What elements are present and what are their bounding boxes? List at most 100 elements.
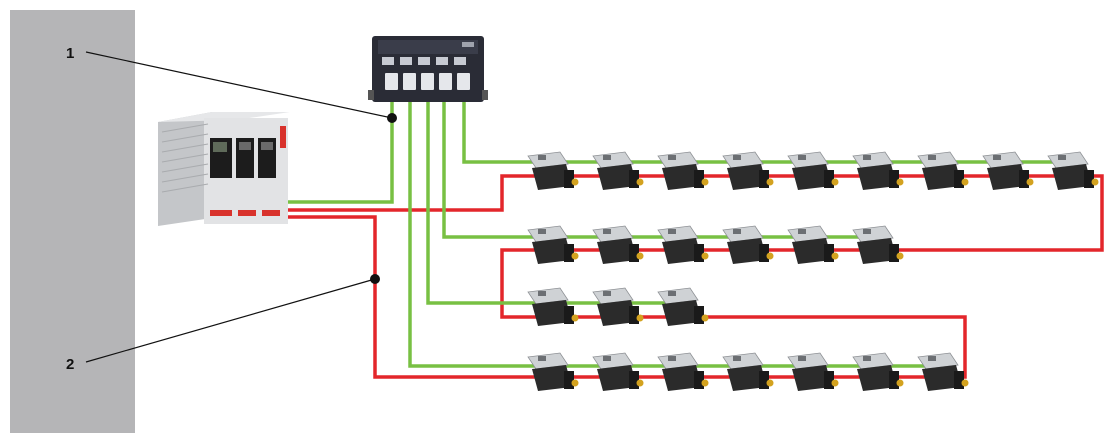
motor-flange — [694, 371, 704, 389]
servo-motor-icon — [918, 353, 969, 391]
motor-flange — [889, 244, 899, 262]
network-cable-row-1 — [464, 90, 1075, 162]
motor-flange — [759, 244, 769, 262]
motor-shaft — [767, 380, 774, 387]
motor-flange — [564, 306, 574, 324]
callout-2-label: 2 — [66, 356, 74, 373]
motor-flange — [629, 306, 639, 324]
servo-motor-icon — [788, 152, 839, 190]
motor-shaft — [897, 253, 904, 260]
power-cable-segment — [276, 176, 1102, 377]
servo-motor-icon — [528, 226, 579, 264]
motor-shaft — [572, 253, 579, 260]
callout-2-dot — [370, 274, 380, 284]
motor-shaft — [702, 253, 709, 260]
servo-motors — [528, 152, 1099, 391]
motor-flange — [1084, 170, 1094, 188]
servo-motor-icon — [528, 288, 579, 326]
hub-brand-mark — [462, 42, 474, 47]
motor-flange — [1019, 170, 1029, 188]
motor-shaft — [637, 179, 644, 186]
motor-shaft — [702, 380, 709, 387]
motor-shaft — [962, 380, 969, 387]
motor-connector — [668, 356, 676, 361]
motor-connector — [733, 356, 741, 361]
servo-motor-icon — [723, 226, 774, 264]
motor-shaft — [767, 253, 774, 260]
servo-motor-icon — [853, 353, 904, 391]
servo-motor-icon — [593, 288, 644, 326]
servo-motor-icon — [983, 152, 1034, 190]
motor-flange — [824, 371, 834, 389]
motor-shaft — [702, 315, 709, 322]
motor-connector — [798, 229, 806, 234]
motor-shaft — [637, 315, 644, 322]
motor-connector — [733, 229, 741, 234]
motor-flange — [564, 371, 574, 389]
motor-connector — [538, 356, 546, 361]
network-hub-icon — [368, 36, 488, 102]
motor-flange — [564, 244, 574, 262]
motor-shaft — [832, 179, 839, 186]
motor-connector — [668, 229, 676, 234]
motor-flange — [954, 170, 964, 188]
drive-modules — [210, 138, 276, 178]
motor-flange — [824, 170, 834, 188]
motor-shaft — [1092, 179, 1099, 186]
servo-motor-icon — [853, 226, 904, 264]
motor-flange — [824, 244, 834, 262]
motor-flange — [629, 244, 639, 262]
motor-connector — [863, 356, 871, 361]
motor-shaft — [572, 380, 579, 387]
servo-motor-icon — [593, 226, 644, 264]
motor-connector — [603, 155, 611, 160]
motor-shaft — [832, 380, 839, 387]
servo-motor-icon — [593, 353, 644, 391]
servo-motor-icon — [528, 152, 579, 190]
motor-shaft — [897, 380, 904, 387]
motor-flange — [629, 371, 639, 389]
servo-motor-icon — [853, 152, 904, 190]
motor-shaft — [897, 179, 904, 186]
motor-connector — [1058, 155, 1066, 160]
motor-flange — [759, 371, 769, 389]
motor-shaft — [702, 179, 709, 186]
motor-connector — [928, 356, 936, 361]
motor-connector — [863, 229, 871, 234]
motor-connector — [668, 155, 676, 160]
servo-motor-icon — [528, 353, 579, 391]
servo-motor-icon — [723, 152, 774, 190]
motor-flange — [889, 371, 899, 389]
motor-connector — [798, 356, 806, 361]
network-cable-row-3 — [428, 90, 680, 303]
motor-shaft — [572, 315, 579, 322]
motor-connector — [863, 155, 871, 160]
motor-flange — [694, 170, 704, 188]
hub-bottom-ports — [385, 73, 470, 90]
motor-flange — [564, 170, 574, 188]
servo-motor-icon — [788, 353, 839, 391]
hub-mount-right — [482, 90, 488, 100]
motor-flange — [954, 371, 964, 389]
motor-connector — [538, 155, 546, 160]
motor-connector — [603, 229, 611, 234]
motor-shaft — [637, 253, 644, 260]
servo-motor-icon — [918, 152, 969, 190]
motor-flange — [629, 170, 639, 188]
motor-connector — [538, 229, 546, 234]
motor-connector — [668, 291, 676, 296]
drive-side — [158, 112, 212, 226]
motor-shaft — [767, 179, 774, 186]
motor-connector — [928, 155, 936, 160]
servo-motor-icon — [658, 152, 709, 190]
power-cables — [276, 176, 1102, 377]
callout-1-label: 1 — [66, 45, 74, 62]
motor-flange — [759, 170, 769, 188]
motor-connector — [733, 155, 741, 160]
motor-connector — [798, 155, 806, 160]
motor-connector — [603, 291, 611, 296]
callout-1-dot — [387, 113, 397, 123]
servo-motor-icon — [593, 152, 644, 190]
motor-flange — [889, 170, 899, 188]
